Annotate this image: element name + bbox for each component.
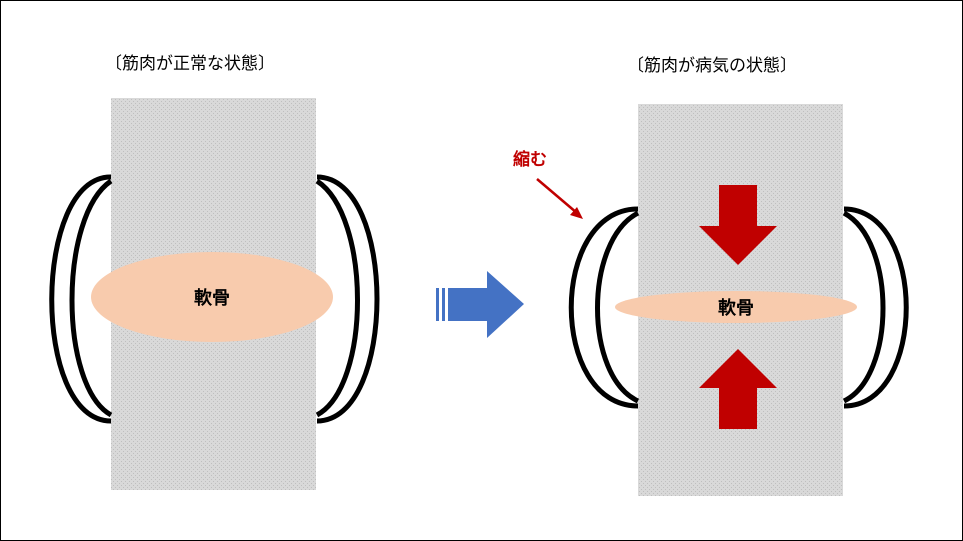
diseased-state-group [536,104,909,496]
compression-arrow-up [699,349,777,429]
normal-state-group [49,98,380,490]
shrink-label: 縮む [513,150,547,170]
cartilage-label-right: 軟骨 [718,298,754,319]
cartilage-label-left: 軟骨 [194,288,230,309]
shrink-pointer-arrow [536,178,583,219]
muscle-right-left-side [568,206,640,409]
compression-arrow-down [699,185,777,265]
cartilage-right [615,291,857,323]
cartilage-left [91,252,333,342]
normal-state-title: 〔筋肉が正常な状態〕 [105,54,275,74]
transition-arrow [436,271,524,338]
diseased-state-title: 〔筋肉が病気の状態〕 [627,56,797,76]
muscle-right-outer [315,174,380,424]
muscle-left-outer [49,174,113,424]
muscle-right-right-side [842,206,909,409]
